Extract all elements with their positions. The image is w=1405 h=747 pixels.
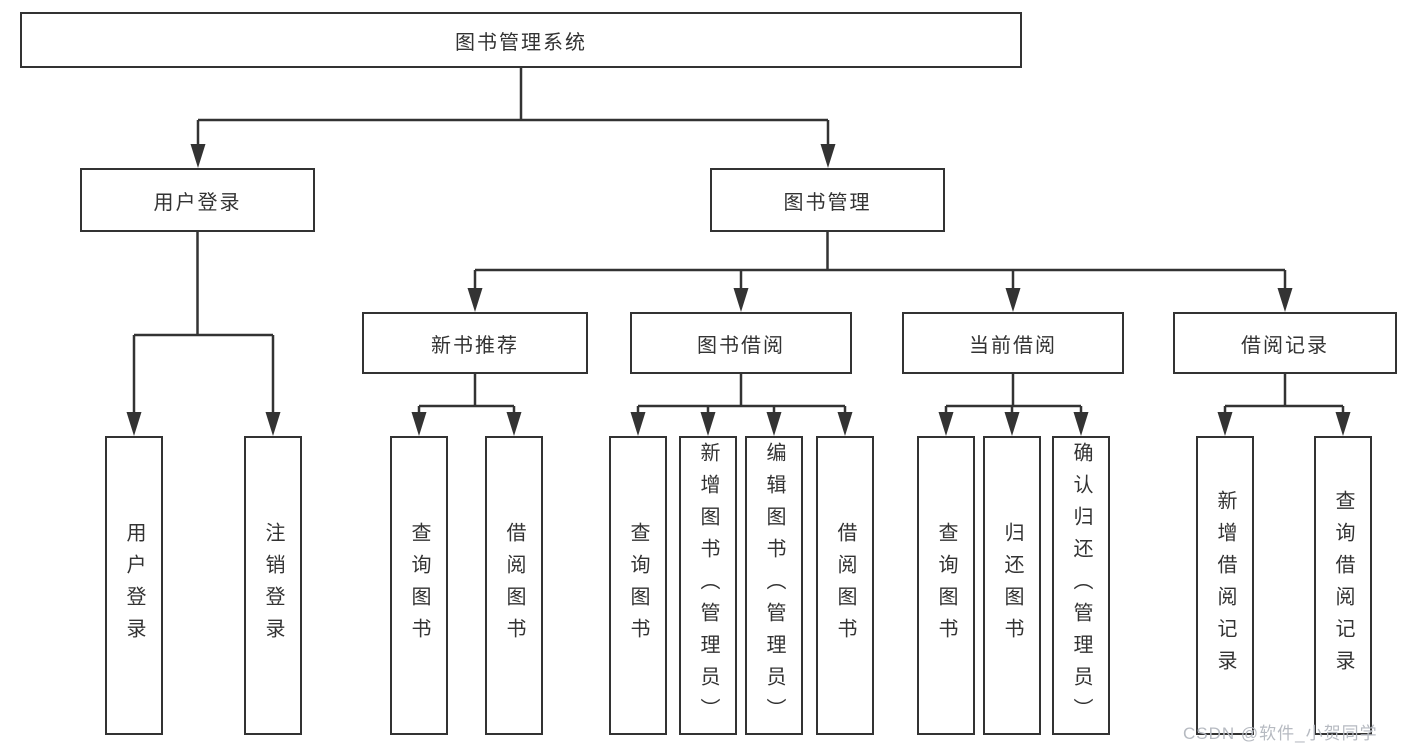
leaf-query-books-borrowing: 查询图书 — [609, 436, 667, 735]
node-label: 查询图书 — [408, 521, 430, 650]
node-label: 查询借阅记录 — [1332, 489, 1354, 682]
leaf-borrow-books-recommend: 借阅图书 — [485, 436, 543, 735]
node-library-management-system: 图书管理系统 — [20, 12, 1022, 68]
leaf-query-books-recommend: 查询图书 — [390, 436, 448, 735]
edge-new-book-recommend-to-leaves — [417, 374, 516, 416]
node-label: 借阅记录 — [1241, 334, 1329, 357]
node-new-book-recommend: 新书推荐 — [362, 312, 588, 374]
node-label: 用户登录 — [153, 191, 242, 214]
leaf-add-borrow-record: 新增借阅记录 — [1196, 436, 1254, 735]
leaf-confirm-return-admin: 确认归还（管理员） — [1052, 436, 1110, 735]
node-label: 归还图书 — [1001, 521, 1023, 650]
leaf-edit-books-admin: 编辑图书（管理员） — [745, 436, 803, 735]
node-label: 图书借阅 — [697, 334, 785, 357]
node-label: 注销登录 — [262, 521, 284, 650]
node-label: 借阅图书 — [834, 521, 856, 650]
leaf-borrow-books-borrowing: 借阅图书 — [816, 436, 874, 735]
arrowhead-icons — [126, 144, 1351, 436]
node-label: 图书管理系统 — [455, 31, 587, 54]
leaf-return-books: 归还图书 — [983, 436, 1041, 735]
leaf-add-books-admin: 新增图书（管理员） — [679, 436, 737, 735]
node-label: 借阅图书 — [503, 521, 525, 650]
node-book-management: 图书管理 — [710, 168, 945, 232]
node-user-login: 用户登录 — [80, 168, 315, 232]
node-label: 用户登录 — [123, 521, 145, 650]
node-label: 当前借阅 — [969, 334, 1057, 357]
node-label: 图书管理 — [783, 191, 872, 214]
csdn-watermark: CSDN @软件_小贺同学 — [1183, 724, 1378, 743]
edge-lines — [132, 68, 1345, 416]
leaf-query-borrow-record: 查询借阅记录 — [1314, 436, 1372, 735]
leaf-user-login: 用户登录 — [105, 436, 163, 735]
node-label: 编辑图书（管理员） — [763, 441, 785, 730]
node-label: 新书推荐 — [431, 334, 519, 357]
leaf-logout: 注销登录 — [244, 436, 302, 735]
node-label: 查询图书 — [627, 521, 649, 650]
node-label: 新增借阅记录 — [1214, 489, 1236, 682]
node-label: 确认归还（管理员） — [1070, 441, 1092, 730]
node-label: 查询图书 — [935, 521, 957, 650]
leaf-query-books-current: 查询图书 — [917, 436, 975, 735]
edge-book-management-to-level3 — [473, 232, 1287, 292]
edge-root-to-level2 — [196, 68, 830, 146]
node-book-borrowing: 图书借阅 — [630, 312, 852, 374]
node-label: 新增图书（管理员） — [697, 441, 719, 730]
edge-book-borrowing-to-leaves — [636, 374, 847, 416]
node-borrowing-records: 借阅记录 — [1173, 312, 1397, 374]
edge-borrowing-records-to-leaves — [1223, 374, 1345, 416]
edge-user-login-to-leaves — [132, 232, 275, 416]
node-current-borrowing: 当前借阅 — [902, 312, 1124, 374]
edge-current-borrowing-to-leaves — [944, 374, 1083, 416]
